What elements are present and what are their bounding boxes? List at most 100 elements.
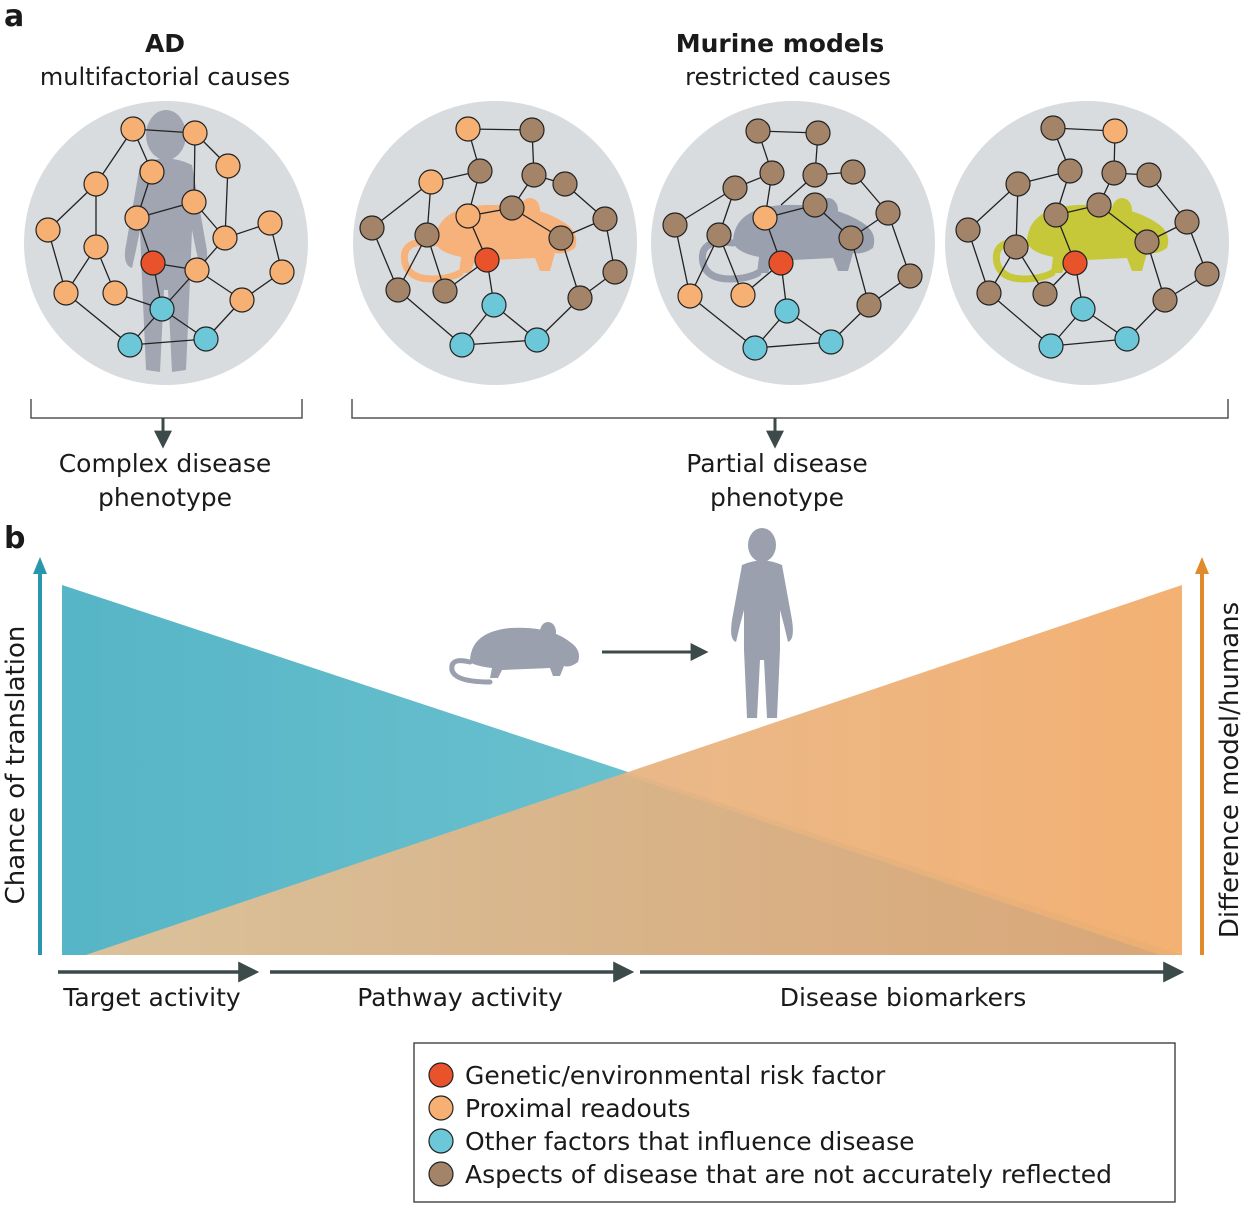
stage-label-target: Target activity: [62, 983, 241, 1012]
ad-bracket: [30, 399, 303, 419]
node-not-reflected: [467, 158, 493, 184]
node-other-factor: [449, 332, 475, 358]
node-other-factor: [742, 335, 768, 361]
node-other-factor: [774, 298, 800, 324]
node-proximal: [215, 153, 241, 179]
node-not-reflected: [1043, 202, 1069, 228]
node-not-reflected: [976, 280, 1002, 306]
node-not-reflected: [1152, 287, 1178, 313]
node-proximal: [730, 282, 756, 308]
murine-outcome-line2: phenotype: [710, 483, 844, 512]
right-axis-arrow: [1195, 557, 1209, 955]
murine-network-circle-1: [353, 101, 637, 385]
node-not-reflected: [602, 259, 628, 285]
node-not-reflected: [759, 160, 785, 186]
legend-label: Other factors that influence disease: [465, 1127, 915, 1156]
node-not-reflected: [897, 263, 923, 289]
legend-label: Genetic/environmental risk factor: [465, 1061, 886, 1090]
ad-network-nodes: [35, 116, 295, 358]
node-proximal: [455, 116, 481, 142]
node-not-reflected: [955, 217, 981, 243]
node-not-reflected: [519, 117, 545, 143]
node-not-reflected: [1174, 209, 1200, 235]
node-not-reflected: [1101, 160, 1127, 186]
node-proximal: [418, 169, 444, 195]
node-proximal: [120, 116, 146, 142]
mouse-icon: [449, 622, 579, 685]
human-icon: [731, 528, 793, 718]
node-proximal: [182, 120, 208, 146]
node-other-factor: [818, 329, 844, 355]
stage-label-pathway: Pathway activity: [357, 983, 563, 1012]
node-not-reflected: [838, 225, 864, 251]
node-proximal: [212, 225, 238, 251]
node-not-reflected: [856, 292, 882, 318]
node-not-reflected: [1136, 162, 1162, 188]
node-other-factor: [481, 292, 507, 318]
panel-b-letter: b: [4, 521, 25, 556]
node-not-reflected: [1003, 234, 1029, 260]
node-not-reflected: [1194, 261, 1220, 287]
murine-bracket: [351, 399, 1229, 419]
node-not-reflected: [567, 285, 593, 311]
node-not-reflected: [802, 192, 828, 218]
node-proximal: [83, 234, 109, 260]
node-proximal: [455, 203, 481, 229]
ad-outcome-line2: phenotype: [98, 483, 232, 512]
murine-title: Murine models: [676, 29, 885, 58]
node-other-factor: [524, 327, 550, 353]
stage-label-biomarkers: Disease biomarkers: [780, 983, 1027, 1012]
node-not-reflected: [802, 162, 828, 188]
legend-item-risk-factor: Genetic/environmental risk factor: [428, 1061, 886, 1090]
node-proximal: [83, 171, 109, 197]
node-not-reflected: [662, 212, 688, 238]
node-risk-factor: [474, 247, 500, 273]
murine-subtitle: restricted causes: [685, 63, 891, 91]
node-other-factor: [1114, 326, 1140, 352]
node-other-factor: [193, 326, 219, 352]
panel-a-letter: a: [4, 0, 24, 34]
node-proximal: [181, 189, 207, 215]
node-proximal: [1102, 118, 1128, 144]
node-not-reflected: [432, 278, 458, 304]
node-not-reflected: [592, 206, 618, 232]
node-not-reflected: [706, 222, 732, 248]
node-other-factor: [117, 332, 143, 358]
node-not-reflected: [875, 200, 901, 226]
node-not-reflected: [805, 120, 831, 146]
ad-title: AD: [145, 29, 185, 58]
node-not-reflected: [745, 118, 771, 144]
node-risk-factor: [1062, 250, 1088, 276]
ad-network-circle: [24, 101, 308, 385]
legend-label: Proximal readouts: [465, 1094, 690, 1123]
node-not-reflected: [548, 225, 574, 251]
node-not-reflected: [722, 175, 748, 201]
node-proximal: [53, 280, 79, 306]
node-not-reflected: [552, 171, 578, 197]
node-proximal: [124, 205, 150, 231]
node-not-reflected: [521, 162, 547, 188]
right-axis-label: Difference model/humans: [1215, 602, 1242, 938]
node-other-factor: [1070, 296, 1096, 322]
node-proximal: [677, 283, 703, 309]
node-not-reflected: [385, 277, 411, 303]
node-proximal: [102, 280, 128, 306]
legend-label: Aspects of disease that are not accurate…: [465, 1160, 1112, 1189]
node-proximal: [139, 159, 165, 185]
node-proximal: [269, 259, 295, 285]
node-not-reflected: [359, 215, 385, 241]
node-not-reflected: [1057, 158, 1083, 184]
node-other-factor: [149, 296, 175, 322]
overlap-region: [86, 774, 1160, 955]
node-not-reflected: [414, 222, 440, 248]
node-other-factor: [1038, 333, 1064, 359]
node-proximal: [257, 210, 283, 236]
node-not-reflected: [1134, 229, 1160, 255]
left-axis-label: Chance of translation: [1, 626, 31, 905]
legend: Genetic/environmental risk factor Proxim…: [413, 1042, 1176, 1203]
node-not-reflected: [1005, 171, 1031, 197]
node-not-reflected: [1032, 281, 1058, 307]
node-not-reflected: [499, 195, 525, 221]
murine-network-circle-3: [945, 101, 1229, 385]
